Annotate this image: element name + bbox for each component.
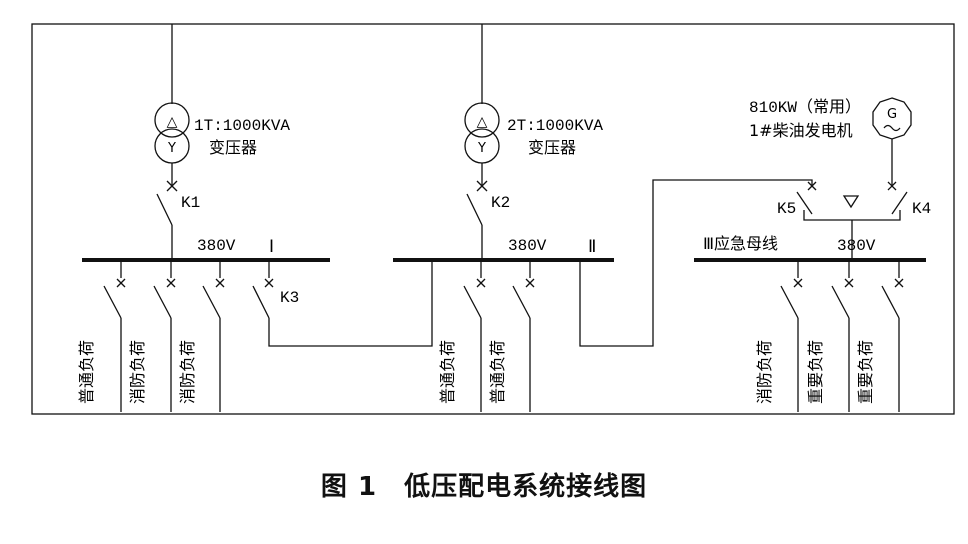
feeder-bus1-3	[202, 260, 225, 412]
breaker-k1	[156, 180, 178, 260]
figure-caption: 图 1 低压配电系统接线图	[320, 472, 648, 502]
load-label-bus2-1: 普通负荷	[438, 340, 457, 404]
feeder-bus2-1	[463, 260, 486, 412]
switch-k2-label: K2	[491, 194, 510, 212]
switch-k5-label: K5	[777, 200, 796, 218]
transformer-1-sub: 变压器	[209, 138, 257, 157]
load-label-bus1-3: 消防负荷	[178, 340, 197, 404]
feeder-bus1-1	[103, 260, 126, 412]
delta-winding-mark: △	[167, 114, 178, 130]
load-label-bus1-1: 普通负荷	[77, 340, 96, 404]
switch-k1-label: K1	[181, 194, 200, 212]
bus-2-roman: Ⅱ	[588, 237, 596, 257]
tie-breaker-k3	[252, 260, 433, 347]
wye-winding-mark: Y	[477, 141, 486, 156]
transformer-2-label: 2T:1000KVA	[507, 117, 603, 135]
load-label-bus3-3: 重要负荷	[856, 340, 875, 404]
bus-1-voltage: 380V	[197, 237, 236, 255]
tie-line-bus2	[579, 179, 813, 347]
bus-2-voltage: 380V	[508, 237, 547, 255]
breaker-k2	[466, 180, 488, 260]
delta-winding-mark: △	[477, 114, 488, 130]
bus-3-voltage: 380V	[837, 237, 876, 255]
generator-symbol: G	[872, 97, 912, 140]
transformer-1-symbol: △ Y	[154, 102, 190, 164]
interlock-triangle	[842, 195, 860, 209]
breaker-k4	[887, 181, 908, 215]
interlock-link	[803, 210, 901, 221]
feeder-bus2-2	[512, 260, 535, 412]
generator-sub: 1#柴油发电机	[749, 121, 853, 140]
breaker-k5	[796, 181, 817, 215]
diagram-frame	[31, 23, 955, 415]
transformer-1-label: 1T:1000KVA	[194, 117, 290, 135]
feeder-bus1-2	[153, 260, 176, 412]
switch-k4-label: K4	[912, 200, 931, 218]
generator-label: 810KW（常用）	[749, 98, 861, 117]
feeder-bus3-2	[831, 260, 854, 412]
load-label-bus3-2: 重要负荷	[806, 340, 825, 404]
wye-winding-mark: Y	[167, 141, 176, 156]
svg-text:G: G	[887, 107, 897, 122]
switch-k3-label: K3	[280, 289, 299, 307]
feeder-bus3-1	[780, 260, 803, 412]
load-label-bus1-2: 消防负荷	[128, 340, 147, 404]
feeder-bus3-3	[881, 260, 904, 412]
bus-3-name: Ⅲ应急母线	[703, 234, 778, 253]
load-label-bus2-2: 普通负荷	[488, 340, 507, 404]
load-label-bus3-1: 消防负荷	[755, 340, 774, 404]
bus-1-roman: Ⅰ	[269, 237, 274, 257]
transformer-2-sub: 变压器	[528, 138, 576, 157]
transformer-2-symbol: △ Y	[464, 102, 500, 164]
